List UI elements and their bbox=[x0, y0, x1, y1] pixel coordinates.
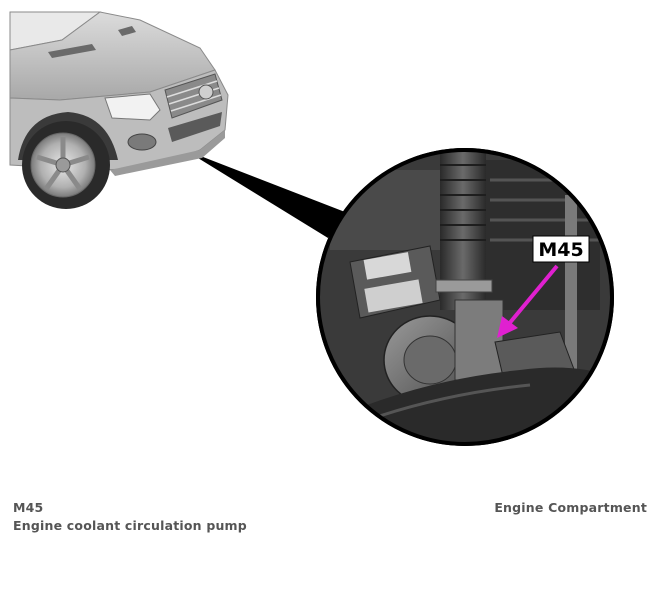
car-illustration bbox=[9, 11, 229, 209]
component-illustration: M45 bbox=[9, 11, 614, 446]
callout-arrow-head bbox=[497, 316, 518, 338]
pointer-wedge bbox=[185, 150, 345, 238]
component-code: M45 bbox=[13, 500, 44, 515]
callout-label-box bbox=[532, 235, 590, 263]
callout-arrow-shaft bbox=[506, 264, 559, 327]
callout-label: M45 bbox=[538, 239, 583, 261]
detail-photo bbox=[316, 148, 614, 446]
component-name: Engine coolant circulation pump bbox=[13, 518, 247, 533]
callout-m45: M45 bbox=[497, 235, 590, 338]
component-location: Engine Compartment bbox=[494, 500, 647, 515]
